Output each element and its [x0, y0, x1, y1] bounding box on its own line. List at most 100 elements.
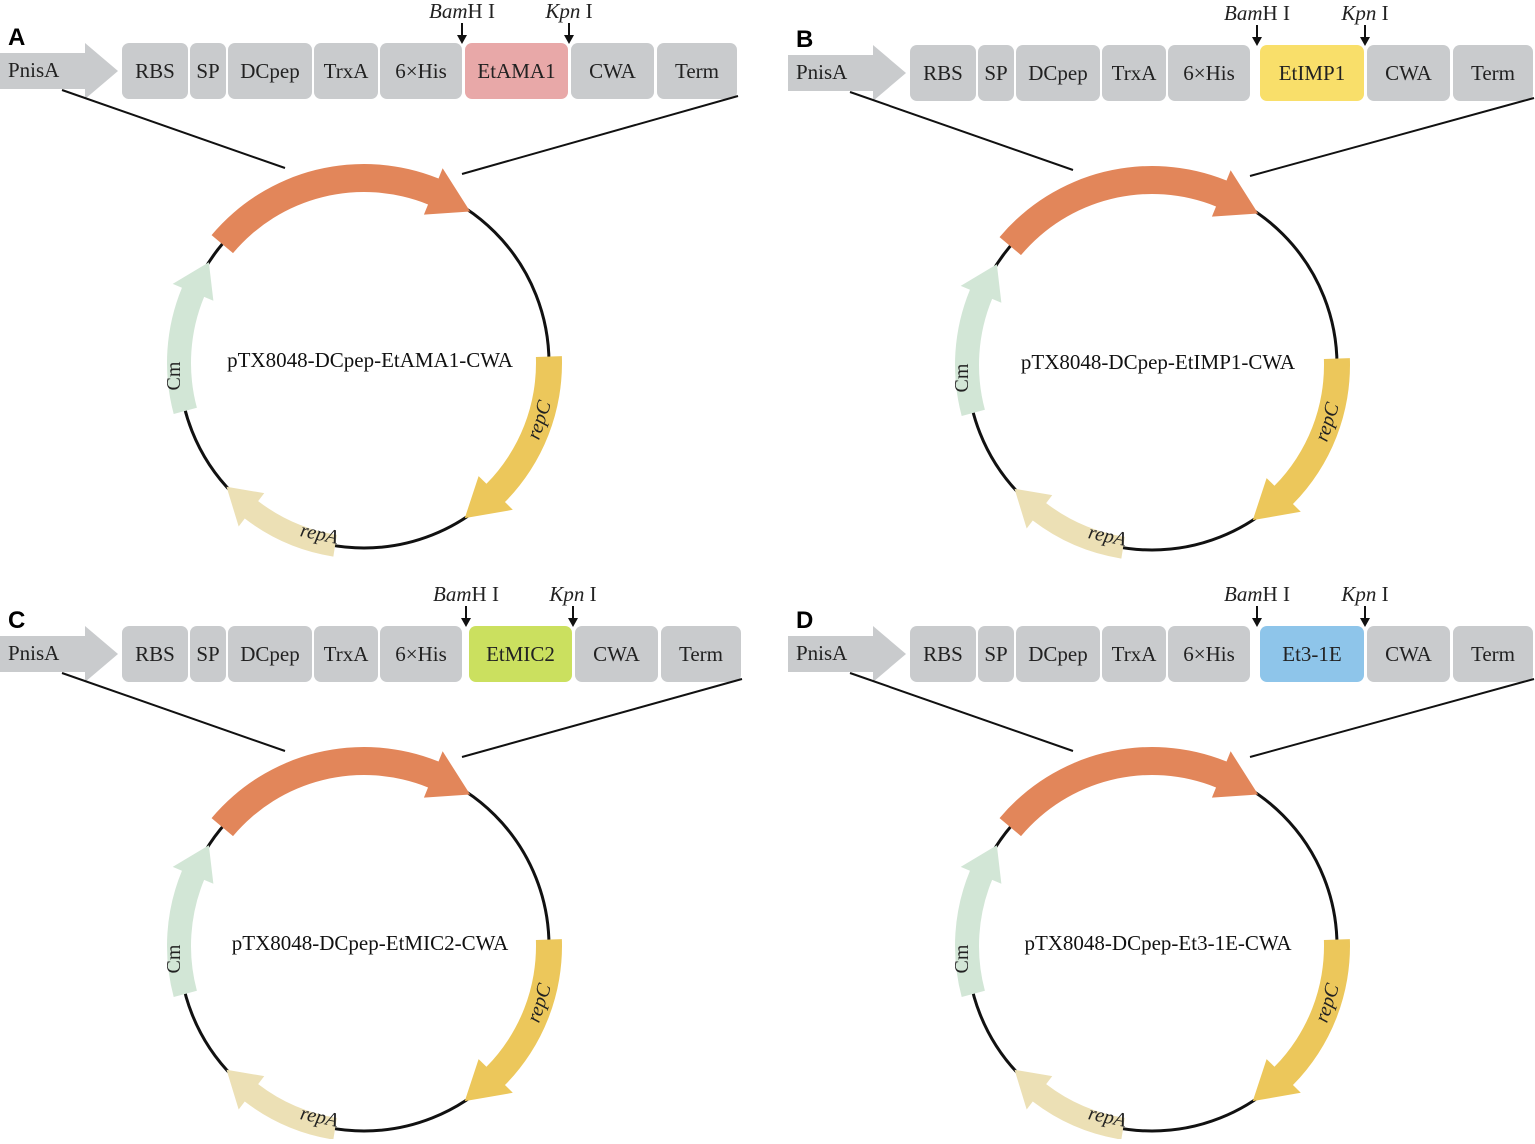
construct-block — [1102, 45, 1166, 101]
kpni-arrow-head — [564, 35, 574, 44]
cm-arrow — [955, 264, 1002, 416]
promoter-label: PnisA — [8, 58, 60, 82]
kpni-italic: Kpn — [1340, 1, 1376, 25]
panel-letter: A — [8, 24, 25, 51]
promoter-arrow — [788, 45, 906, 101]
gene-label-cm: Cm — [163, 944, 185, 973]
kpni-site-label: Kpn I — [548, 582, 596, 606]
block-label: RBS — [135, 642, 175, 666]
construct-block — [190, 43, 226, 99]
cm-arrow — [167, 845, 214, 997]
insert-label: EtIMP1 — [1279, 61, 1346, 85]
kpni-arrow-head — [568, 618, 578, 627]
construct-block — [380, 626, 462, 682]
construct-block — [1016, 626, 1100, 682]
bamhi-italic: Bam — [433, 582, 472, 606]
insert-label: Et3-1E — [1282, 642, 1341, 666]
gene-label-cm: Cm — [951, 363, 973, 392]
construct-block — [122, 43, 188, 99]
insert-label: EtMIC2 — [486, 642, 555, 666]
kpni-rest: I — [580, 0, 592, 23]
repA-arrow — [226, 1069, 337, 1140]
block-label: DCpep — [1028, 61, 1088, 85]
block-label: Term — [1471, 642, 1515, 666]
kpni-arrow-head — [1360, 618, 1370, 627]
construct-block — [1367, 626, 1450, 682]
plasmid-name: pTX8048-DCpep-EtAMA1-CWA — [227, 348, 514, 372]
cm-arrow — [955, 845, 1002, 997]
repA-arrow — [1014, 488, 1125, 559]
insert-block — [465, 43, 568, 99]
kpni-italic: Kpn — [1340, 582, 1376, 606]
insert-block — [1260, 45, 1364, 101]
expression-cassette-arrow — [999, 747, 1259, 837]
construct-block — [661, 626, 741, 682]
block-label: RBS — [923, 642, 963, 666]
block-label: Term — [1471, 61, 1515, 85]
construct-block — [228, 626, 312, 682]
block-label: RBS — [135, 59, 175, 83]
zoom-line-left — [61, 672, 286, 752]
block-label: SP — [984, 642, 1007, 666]
block-label: SP — [984, 61, 1007, 85]
bamhi-site-label: BamH I — [1224, 582, 1290, 606]
block-label: 6×His — [1183, 642, 1235, 666]
construct-block — [571, 43, 654, 99]
plasmid-name: pTX8048-DCpep-EtIMP1-CWA — [1021, 350, 1296, 374]
construct-block — [122, 626, 188, 682]
kpni-rest: I — [1376, 582, 1388, 606]
expression-cassette-arrow — [999, 165, 1259, 256]
promoter-arrow — [0, 626, 118, 682]
plasmid-name: pTX8048-DCpep-Et3-1E-CWA — [1024, 931, 1292, 955]
insert-block — [1260, 626, 1364, 682]
construct-block — [314, 43, 378, 99]
block-label: DCpep — [1028, 642, 1088, 666]
gene-label-cm: Cm — [951, 944, 973, 973]
bamhi-rest: H I — [1263, 1, 1290, 25]
kpni-italic: Kpn — [548, 582, 584, 606]
block-label: 6×His — [1183, 61, 1235, 85]
repC-arrow — [1252, 939, 1350, 1102]
expression-cassette-arrow — [211, 163, 471, 254]
construct-block — [978, 626, 1014, 682]
bamhi-rest: H I — [468, 0, 495, 23]
block-label: SP — [196, 642, 219, 666]
zoom-line-right — [1249, 97, 1535, 177]
insert-label: EtAMA1 — [477, 59, 555, 83]
construct-block — [1102, 626, 1166, 682]
block-label: DCpep — [240, 642, 300, 666]
construct-block — [1453, 45, 1533, 101]
construct-block — [910, 45, 976, 101]
repC-arrow — [464, 356, 562, 519]
insert-block — [469, 626, 572, 682]
bamhi-rest: H I — [1263, 582, 1290, 606]
kpni-rest: I — [584, 582, 596, 606]
construct-block — [910, 626, 976, 682]
block-label: CWA — [1385, 642, 1433, 666]
panel-letter: C — [8, 607, 25, 634]
kpni-rest: I — [1376, 1, 1388, 25]
construct-block — [978, 45, 1014, 101]
bamhi-italic: Bam — [1224, 582, 1263, 606]
zoom-line-right — [1249, 678, 1535, 758]
bamhi-arrow-head — [457, 35, 467, 44]
zoom-line-left — [849, 672, 1074, 752]
panel-letter: D — [796, 607, 813, 634]
zoom-line-left — [849, 91, 1074, 171]
zoom-line-left — [61, 89, 286, 169]
bamhi-rest: H I — [472, 582, 499, 606]
block-label: TrxA — [324, 642, 370, 666]
construct-block — [380, 43, 462, 99]
construct-block — [575, 626, 658, 682]
repA-arrow — [226, 486, 337, 557]
kpni-italic: Kpn — [544, 0, 580, 23]
construct-block — [1016, 45, 1100, 101]
construct-block — [228, 43, 312, 99]
bamhi-arrow-head — [1252, 37, 1262, 46]
construct-block — [190, 626, 226, 682]
